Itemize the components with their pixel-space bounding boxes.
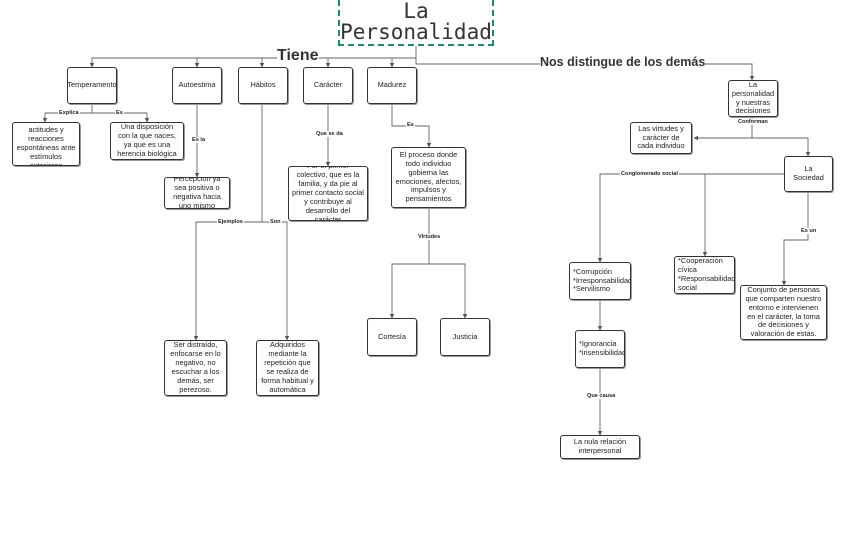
connector-group bbox=[42, 46, 811, 436]
label-conforman: Conforman bbox=[737, 119, 769, 126]
node-sociedad[interactable]: La Sociedad bbox=[784, 156, 833, 192]
label-son: Son bbox=[269, 219, 282, 226]
label-que-causa: Que causa bbox=[586, 393, 617, 400]
node-madurez[interactable]: Madurez bbox=[367, 67, 417, 104]
node-autoestima[interactable]: Autoestima bbox=[172, 67, 222, 104]
node-corrupcion[interactable]: *Corrupción *Irresponsabilidad *Servilis… bbox=[569, 262, 631, 300]
node-ignorancia[interactable]: *Ignorancia *insensibilidad bbox=[575, 330, 625, 368]
node-colectivo[interactable]: Por el primer colectivo, que es la famil… bbox=[288, 166, 368, 221]
label-conglomerado: Conglomerado social bbox=[620, 171, 679, 178]
label-es-madurez: Es bbox=[406, 122, 415, 129]
node-conjunto[interactable]: Conjunto de personas que comparten nuest… bbox=[740, 285, 827, 340]
node-justicia[interactable]: Justicia bbox=[440, 318, 490, 356]
label-explica: Explica bbox=[58, 110, 80, 117]
node-caracter[interactable]: Carácter bbox=[303, 67, 353, 104]
node-temperamento[interactable]: Temperamento bbox=[67, 67, 117, 104]
node-distraido[interactable]: Ser distraído, enfocarse en lo negativo,… bbox=[164, 340, 227, 396]
node-percepcion[interactable]: Percepción ya sea positiva o negativa ha… bbox=[164, 177, 230, 209]
title-line-1: La bbox=[403, 0, 429, 23]
label-es-un: Es un bbox=[800, 228, 818, 235]
node-virtudes-caracter[interactable]: Las virtudes y carácter de cada individu… bbox=[630, 122, 692, 154]
node-actitudes[interactable]: Nuestras actitudes y reacciones espontán… bbox=[12, 122, 80, 166]
label-tiene: Tiene bbox=[277, 47, 319, 65]
label-es-la: Es la bbox=[191, 137, 207, 144]
node-personalidad-decisiones[interactable]: La personalidad y nuestras decisiones bbox=[728, 80, 778, 117]
node-nula[interactable]: La nula relación interpersonal bbox=[560, 435, 640, 459]
label-que-se-da: Que se da bbox=[315, 131, 344, 138]
label-virtudes: Virtudes bbox=[417, 234, 442, 241]
node-cooperacion[interactable]: *Cooperación cívica *Responsabilidad soc… bbox=[674, 256, 735, 294]
node-adquiridos[interactable]: Adquiridos mediante la repetición que se… bbox=[256, 340, 319, 396]
node-disposicion[interactable]: Una disposición con la que naces, ya que… bbox=[110, 122, 184, 160]
label-es-temperamento: Es bbox=[115, 110, 124, 117]
label-nos-distingue: Nos distingue de los demás bbox=[540, 55, 706, 69]
title-box: La Personalidad bbox=[338, 0, 494, 46]
title-line-2: Personalidad bbox=[340, 20, 492, 44]
label-ejemplos: Ejemplos bbox=[217, 219, 244, 226]
node-cortesia[interactable]: Cortesía bbox=[367, 318, 417, 356]
node-habitos[interactable]: Hábitos bbox=[238, 67, 288, 104]
node-proceso[interactable]: El proceso donde todo individuo gobierna… bbox=[391, 147, 466, 208]
